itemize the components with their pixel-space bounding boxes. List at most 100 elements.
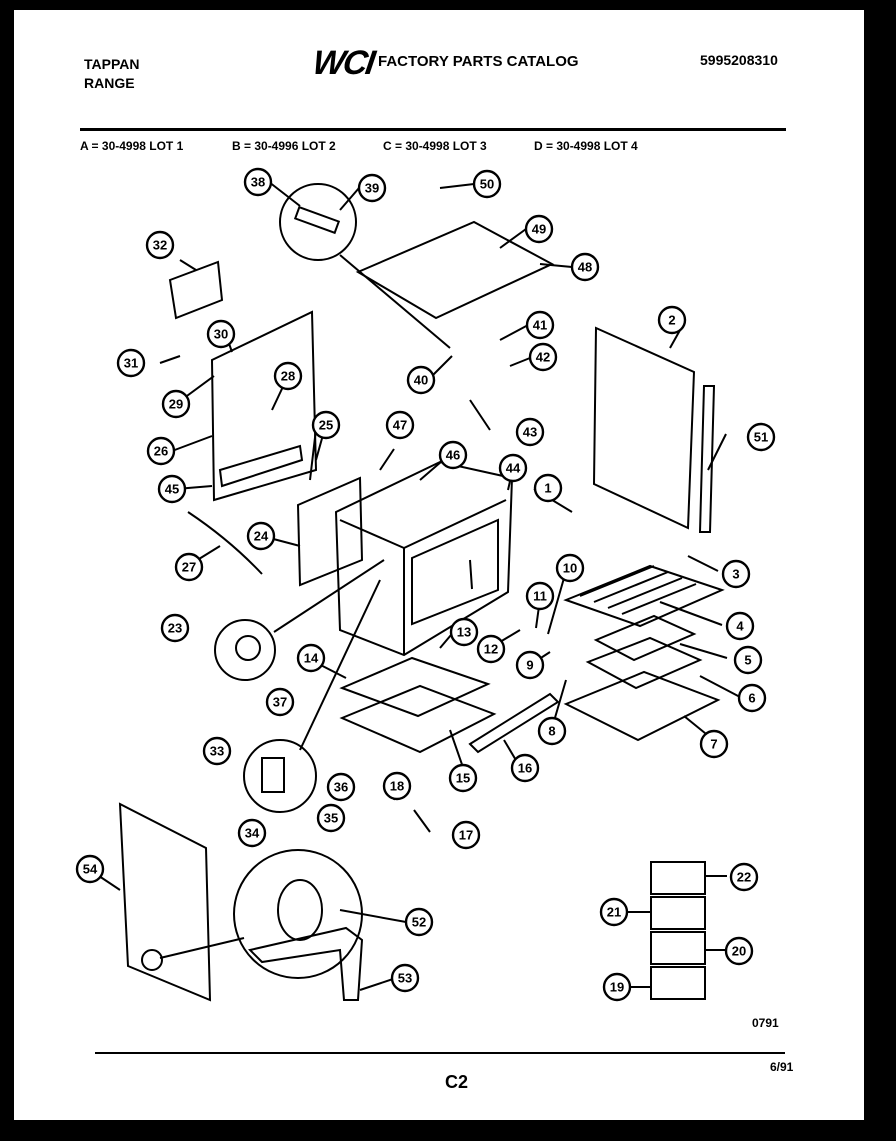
catalog-number: 5995208310 (700, 52, 778, 68)
svg-text:12: 12 (484, 642, 498, 657)
paper-sheet (14, 10, 864, 1120)
callout-5: 5 (733, 645, 763, 675)
svg-text:53: 53 (398, 971, 412, 986)
callout-15: 15 (448, 763, 478, 793)
part-broil-insert (585, 636, 703, 690)
svg-text:23: 23 (168, 621, 182, 636)
callout-2: 2 (657, 305, 687, 335)
callout-16: 16 (510, 753, 540, 783)
part-drawer (563, 670, 721, 742)
callout-10: 10 (555, 553, 585, 583)
callout-40: 40 (406, 365, 436, 395)
part-rail (468, 692, 560, 754)
part-back-panel (210, 310, 318, 502)
svg-text:20: 20 (732, 944, 746, 959)
svg-text:41: 41 (533, 318, 547, 333)
svg-text:1: 1 (544, 481, 551, 496)
callout-42: 42 (528, 342, 558, 372)
svg-text:24: 24 (254, 529, 269, 544)
svg-text:13: 13 (457, 625, 471, 640)
svg-text:11: 11 (533, 589, 547, 604)
lot-a: A = 30-4998 LOT 1 (80, 139, 184, 153)
svg-text:36: 36 (334, 780, 348, 795)
part-detail-circle-23 (214, 619, 276, 681)
svg-text:22: 22 (737, 870, 751, 885)
svg-text:50: 50 (480, 177, 494, 192)
svg-text:31: 31 (124, 356, 138, 371)
callout-52: 52 (404, 907, 434, 937)
lot-c: C = 30-4998 LOT 3 (383, 139, 487, 153)
part-box-19 (650, 966, 706, 1000)
part-wire (187, 511, 263, 575)
callout-28: 28 (273, 361, 303, 391)
part-detail-circle-52 (233, 849, 363, 979)
callout-38: 38 (243, 167, 273, 197)
svg-text:48: 48 (578, 260, 592, 275)
callout-46: 46 (438, 440, 468, 470)
part-detail-circle-top (279, 183, 357, 261)
callout-49: 49 (524, 214, 554, 244)
part-bracket (168, 260, 224, 320)
svg-text:5: 5 (744, 653, 751, 668)
callout-35: 35 (316, 803, 346, 833)
svg-text:9: 9 (526, 658, 533, 673)
callout-34: 34 (237, 818, 267, 848)
part-side-frame (118, 802, 212, 1002)
callout-23: 23 (160, 613, 190, 643)
callout-44: 44 (498, 453, 528, 483)
product-label: RANGE (84, 75, 135, 91)
callout-33: 33 (202, 736, 232, 766)
callout-43: 43 (515, 417, 545, 447)
diagram-code: 0791 (752, 1016, 779, 1030)
callout-54: 54 (75, 854, 105, 884)
brand-label: TAPPAN (84, 56, 140, 72)
svg-text:38: 38 (251, 175, 265, 190)
callout-6: 6 (737, 683, 767, 713)
footer-rule (95, 1052, 785, 1054)
part-rack (563, 564, 725, 628)
svg-text:34: 34 (245, 826, 260, 841)
lot-d: D = 30-4998 LOT 4 (534, 139, 638, 153)
callout-9: 9 (515, 650, 545, 680)
svg-text:27: 27 (182, 560, 196, 575)
callout-11: 11 (525, 581, 555, 611)
callout-27: 27 (174, 552, 204, 582)
part-bottom-panel (339, 656, 491, 718)
svg-text:37: 37 (273, 695, 287, 710)
svg-text:33: 33 (210, 744, 224, 759)
svg-text:18: 18 (390, 779, 404, 794)
svg-text:25: 25 (319, 418, 333, 433)
callout-25: 25 (311, 410, 341, 440)
header-rule (80, 128, 786, 131)
callout-31: 31 (116, 348, 146, 378)
callout-8: 8 (537, 716, 567, 746)
callout-14: 14 (296, 643, 326, 673)
svg-text:54: 54 (83, 862, 98, 877)
callout-3: 3 (721, 559, 751, 589)
part-door-frame (296, 476, 364, 587)
part-strip (698, 385, 716, 533)
part-drawer-panel (339, 684, 497, 754)
svg-text:32: 32 (153, 238, 167, 253)
svg-text:35: 35 (324, 811, 338, 826)
callout-41: 41 (525, 310, 555, 340)
svg-text:14: 14 (304, 651, 319, 666)
callout-50: 50 (472, 169, 502, 199)
svg-text:15: 15 (456, 771, 470, 786)
callout-18: 18 (382, 771, 412, 801)
callout-39: 39 (357, 173, 387, 203)
svg-text:42: 42 (536, 350, 550, 365)
svg-text:7: 7 (710, 737, 717, 752)
catalog-title: FACTORY PARTS CATALOG (378, 53, 579, 70)
callout-26: 26 (146, 436, 176, 466)
part-box-20 (650, 931, 706, 965)
callout-32: 32 (145, 230, 175, 260)
svg-text:3: 3 (732, 567, 739, 582)
callout-53: 53 (390, 963, 420, 993)
svg-text:46: 46 (446, 448, 460, 463)
svg-text:28: 28 (281, 369, 295, 384)
callout-20: 20 (724, 936, 754, 966)
callout-37: 37 (265, 687, 295, 717)
